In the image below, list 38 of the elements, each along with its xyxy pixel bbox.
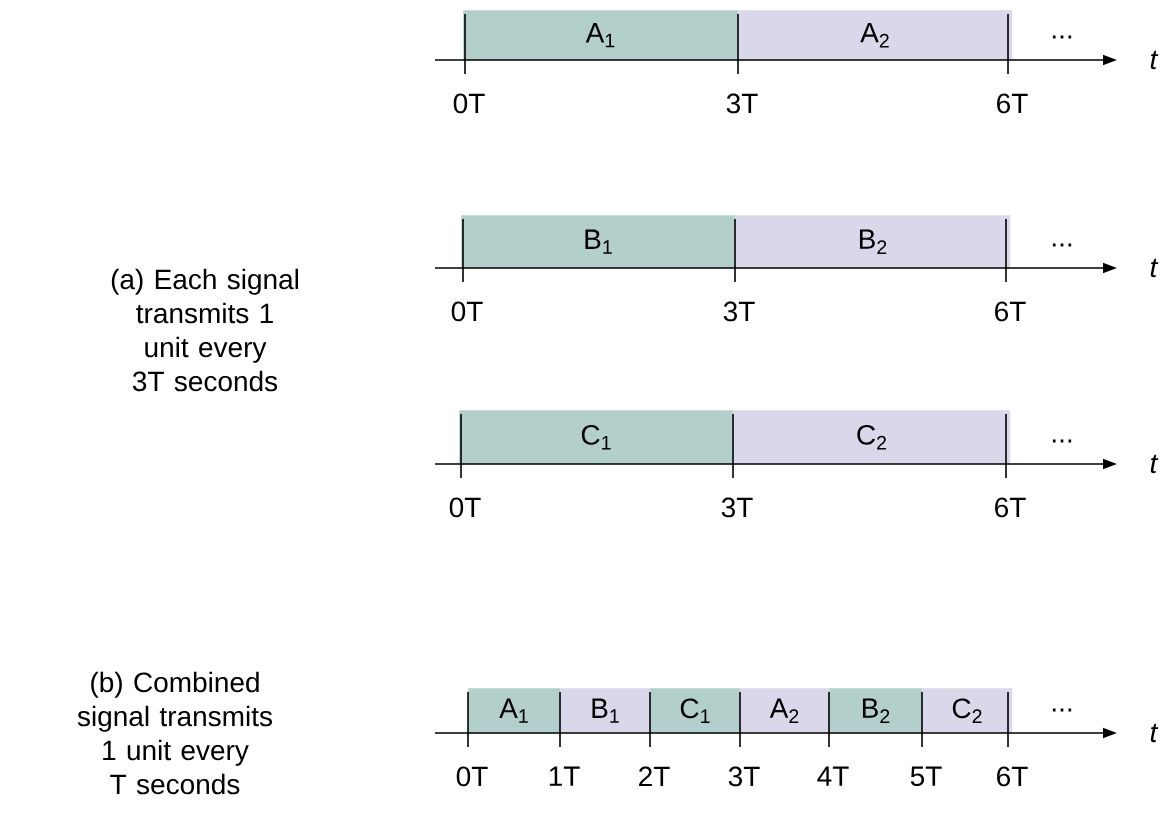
time-slot-box: A$_{2}$ [738,10,1013,61]
time-slot-box: C$_{2}$ [922,688,1013,734]
tick-label: 4T [817,766,849,786]
tick-label: 6T [997,93,1028,114]
time-slot-box: B$_{1}$ [560,688,651,734]
axis-label: t [1150,50,1159,70]
tick-label: 3T [726,93,758,114]
tick-label: 2T [639,766,670,787]
axis-label: t [1150,723,1159,743]
tick-label: 5T [910,766,942,787]
time-slot-box: C$_{2}$ [733,410,1011,465]
tick-label: 6T [997,766,1028,787]
time-slot-box: B$_{1}$ [461,215,736,269]
tick-label: 0T [449,497,481,518]
time-slot-box: C$_{1}$ [650,688,741,734]
tick-label: 0T [451,301,483,322]
time-slot-box: A$_{2}$ [740,688,830,734]
caption: (b) Combined signal transmits 1 unit every T seconds [77,671,272,795]
time-slot-box: B$_{2}$ [735,215,1011,269]
axis-label: t [1150,454,1159,474]
tick-label: 3T [728,766,760,787]
ellipsis: ... [1052,243,1072,247]
time-slot-box: B$_{2}$ [829,688,923,734]
ellipsis: ... [1052,35,1072,39]
time-slot-box: C$_{1}$ [459,410,734,465]
caption: (a) Each signal transmits 1 unit every 3T seconds [111,268,298,392]
tick-label: 6T [995,301,1026,322]
tick-label: 0T [456,766,488,787]
tick-label: 1T [549,766,580,786]
tick-label: 0T [453,93,485,114]
time-slot-box: A$_{1}$ [463,10,739,61]
ellipsis: ... [1052,439,1072,443]
tick-label: 6T [995,497,1026,518]
tick-label: 3T [723,301,755,322]
tick-label: 3T [721,497,753,518]
ellipsis: ... [1052,708,1072,712]
axis-label: t [1150,258,1159,278]
time-slot-box: A$_{1}$ [468,688,561,734]
